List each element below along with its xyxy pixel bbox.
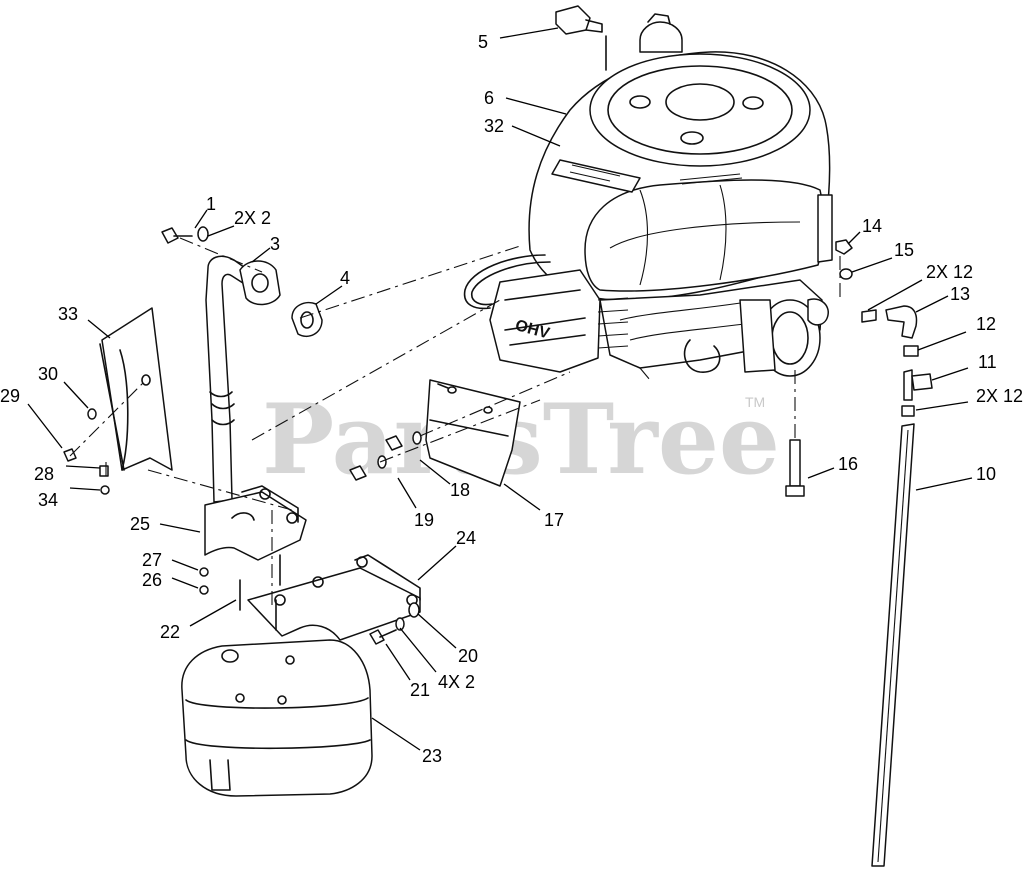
- part-11-fuel-filter[interactable]: [903, 369, 933, 401]
- callout-20[interactable]: 20: [458, 646, 478, 666]
- callout-17[interactable]: 17: [544, 510, 564, 530]
- callout-11[interactable]: 11: [978, 352, 997, 372]
- callout-23[interactable]: 23: [422, 746, 442, 766]
- callout-12[interactable]: 12: [976, 314, 996, 334]
- part-17-guard[interactable]: [425, 379, 521, 487]
- part-2-washer[interactable]: [197, 226, 209, 242]
- part-30-washer[interactable]: [87, 408, 97, 420]
- watermark-text: PartsTree: [262, 383, 780, 496]
- part-24-bracket[interactable]: [247, 554, 421, 641]
- callout-33[interactable]: 33: [58, 304, 78, 324]
- callout-6[interactable]: 6: [484, 88, 494, 108]
- callout-22[interactable]: 22: [160, 622, 180, 642]
- callout-24[interactable]: 24: [456, 528, 476, 548]
- part-29-screw[interactable]: [63, 448, 77, 462]
- callout-21[interactable]: 21: [410, 680, 430, 700]
- part-12-clamp[interactable]: [861, 309, 919, 357]
- part-3-exhaust-pipe[interactable]: [205, 255, 281, 503]
- part-34-nut[interactable]: [100, 485, 110, 495]
- callout-2x12-bottom[interactable]: 2X 12: [976, 386, 1023, 406]
- part-16-bolt[interactable]: [785, 439, 805, 497]
- callout-labels: 5 6 32 1 2X 2 3 4 33 30 29 28 34 25 27 2…: [0, 32, 1023, 766]
- part-20-washer[interactable]: [408, 602, 420, 618]
- part-18-washer[interactable]: [377, 431, 422, 469]
- callout-2x12-top[interactable]: 2X 12: [926, 262, 973, 282]
- callout-28[interactable]: 28: [34, 464, 54, 484]
- callout-15[interactable]: 15: [894, 240, 914, 260]
- part-33-heat-shield[interactable]: [99, 307, 173, 471]
- part-21-bolt[interactable]: [369, 617, 405, 645]
- callout-32[interactable]: 32: [484, 116, 504, 136]
- engine-assembly[interactable]: OHV: [463, 13, 833, 377]
- assembly-centerlines: [69, 237, 841, 605]
- callout-19[interactable]: 19: [414, 510, 434, 530]
- callout-25[interactable]: 25: [130, 514, 150, 534]
- part-4-gasket[interactable]: [291, 301, 323, 338]
- callout-3[interactable]: 3: [270, 234, 280, 254]
- part-10-fuel-hose[interactable]: [871, 423, 915, 867]
- part-2x12-fitting[interactable]: [901, 405, 915, 417]
- callout-29[interactable]: 29: [0, 386, 20, 406]
- part-19-screw[interactable]: [349, 435, 403, 481]
- part-1-bolt[interactable]: [161, 227, 193, 244]
- watermark-trademark: TM: [745, 394, 765, 410]
- callout-13[interactable]: 13: [950, 284, 970, 304]
- callout-4x2[interactable]: 4X 2: [438, 672, 475, 692]
- part-13-elbow[interactable]: [885, 305, 918, 339]
- callout-14[interactable]: 14: [862, 216, 882, 236]
- callout-10[interactable]: 10: [976, 464, 996, 484]
- callout-5[interactable]: 5: [478, 32, 488, 52]
- part-28-bolt[interactable]: [99, 465, 109, 477]
- part-22-bolts[interactable]: [239, 554, 281, 631]
- callout-26[interactable]: 26: [142, 570, 162, 590]
- callout-34[interactable]: 34: [38, 490, 58, 510]
- callout-4[interactable]: 4: [340, 268, 350, 288]
- part-15-washer[interactable]: [839, 268, 853, 280]
- callout-18[interactable]: 18: [450, 480, 470, 500]
- callout-27[interactable]: 27: [142, 550, 162, 570]
- leader-lines: [27, 27, 973, 751]
- callout-1[interactable]: 1: [206, 194, 216, 214]
- part-5-switch[interactable]: [555, 5, 607, 71]
- part-25-bracket[interactable]: [204, 485, 307, 561]
- callout-16[interactable]: 16: [838, 454, 858, 474]
- callout-30[interactable]: 30: [38, 364, 58, 384]
- part-27-washer[interactable]: [199, 567, 209, 577]
- part-26-nut[interactable]: [199, 585, 209, 595]
- part-23-muffler[interactable]: [181, 639, 373, 797]
- callout-2x2[interactable]: 2X 2: [234, 208, 271, 228]
